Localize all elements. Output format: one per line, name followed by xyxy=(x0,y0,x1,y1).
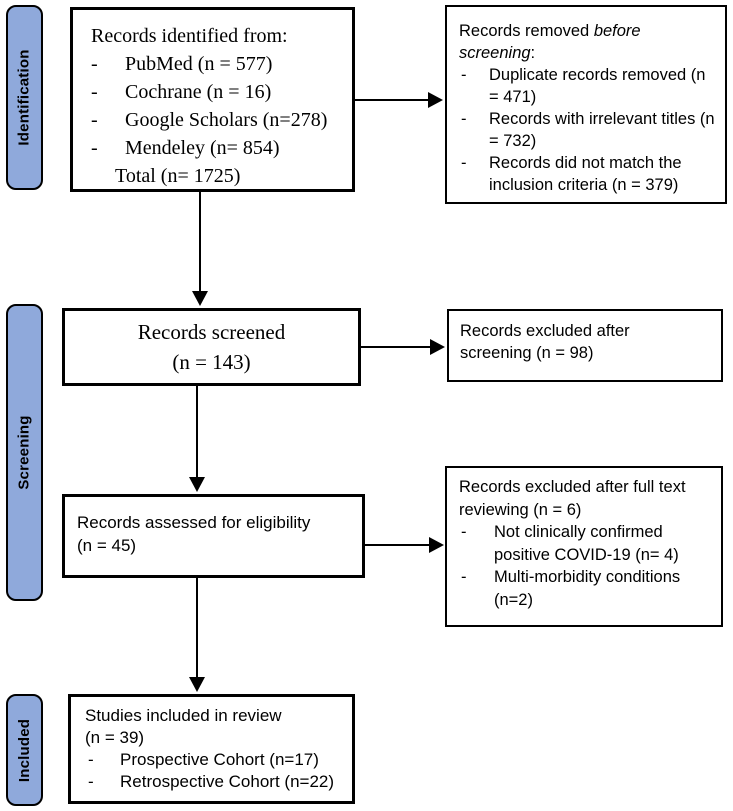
arrow-assessed-to-excluded-line xyxy=(364,544,431,546)
studies-included-line2: (n = 39) xyxy=(85,728,145,747)
arrow-screened-to-assessed-line xyxy=(196,386,198,480)
records-identified-total: Total (n= 1725) xyxy=(115,165,241,187)
bullet-dash: - xyxy=(91,81,98,103)
records-screened-line2: (n = 143) xyxy=(172,350,251,374)
title-italic-2: screening xyxy=(459,44,531,62)
title-line2: reviewing (n = 6) xyxy=(459,500,582,519)
item-text: Multi-morbidity conditions (n=2) xyxy=(494,568,681,609)
arrow-identified-to-screened-line xyxy=(199,192,201,294)
bullet-dash: - xyxy=(88,772,94,791)
arrow-identified-to-screened-head xyxy=(192,291,208,306)
arrow-screened-to-assessed-head xyxy=(189,477,205,492)
stage-label-identification-text: Identification xyxy=(16,49,34,146)
arrow-identified-to-removed-head xyxy=(428,92,443,108)
records-removed-before-screening-box: Records removed before screening: - Dupl… xyxy=(445,5,727,204)
list-item: - Mendeley (n= 854) xyxy=(91,134,348,162)
bullet-dash: - xyxy=(91,137,98,159)
records-identified-title: Records identified from: xyxy=(91,25,288,47)
item-text: Records did not match the inclusion crit… xyxy=(489,154,682,194)
records-excluded-after-screening-box: Records excluded after screening (n = 98… xyxy=(447,309,723,382)
item-text: Cochrane (n = 16) xyxy=(125,81,272,103)
list-item: - Cochrane (n = 16) xyxy=(91,78,348,106)
bullet-dash: - xyxy=(461,568,467,586)
bullet-dash: - xyxy=(461,523,467,541)
list-item: - Not clinically confirmed positive COVI… xyxy=(459,521,715,566)
list-item: - Google Scholars (n=278) xyxy=(91,106,348,134)
arrow-assessed-to-excluded-head xyxy=(429,537,444,553)
bullet-dash: - xyxy=(91,53,98,75)
title-normal-1: Records removed xyxy=(459,22,594,40)
stage-label-screening: Screening xyxy=(6,304,43,601)
records-assessed-line1: Records assessed for eligibility xyxy=(77,513,311,532)
bullet-dash: - xyxy=(461,66,467,84)
bullet-dash: - xyxy=(461,110,467,128)
list-item: - Records with irrelevant titles (n = 73… xyxy=(459,108,719,152)
list-item: - PubMed (n = 577) xyxy=(91,50,348,78)
records-assessed-line2: (n = 45) xyxy=(77,536,137,555)
excluded-screening-line2: screening (n = 98) xyxy=(460,344,594,362)
stage-label-included: Included xyxy=(6,694,43,806)
studies-included-box: Studies included in review (n = 39) - Pr… xyxy=(68,694,355,804)
arrow-screened-to-excluded-line xyxy=(360,346,432,348)
stage-label-identification: Identification xyxy=(6,5,43,190)
excluded-screening-line1: Records excluded after xyxy=(460,322,630,340)
list-item: - Duplicate records removed (n = 471) xyxy=(459,64,719,108)
records-screened-line1: Records screened xyxy=(137,320,286,344)
item-text: Retrospective Cohort (n=22) xyxy=(120,772,335,791)
item-text: Prospective Cohort (n=17) xyxy=(120,750,319,769)
bullet-dash: - xyxy=(91,109,98,131)
list-item: - Multi-morbidity conditions (n=2) xyxy=(459,566,715,611)
title-line1: Records excluded after full text xyxy=(459,478,686,496)
studies-included-line1: Studies included in review xyxy=(85,706,282,725)
item-text: Mendeley (n= 854) xyxy=(125,137,280,159)
records-removed-title: Records removed before screening: xyxy=(459,20,719,64)
excluded-full-text-title: Records excluded after full text reviewi… xyxy=(459,476,715,521)
bullet-dash: - xyxy=(88,750,94,769)
list-item: - Prospective Cohort (n=17) xyxy=(85,749,346,771)
item-text: Google Scholars (n=278) xyxy=(125,109,328,131)
list-item: - Records did not match the inclusion cr… xyxy=(459,152,719,196)
item-text: Duplicate records removed (n = 471) xyxy=(489,66,706,106)
records-identified-box: Records identified from: - PubMed (n = 5… xyxy=(70,7,355,192)
arrow-identified-to-removed-line xyxy=(355,99,430,101)
item-text: Records with irrelevant titles (n = 732) xyxy=(489,110,715,150)
arrow-assessed-to-included-line xyxy=(196,577,198,680)
item-text: PubMed (n = 577) xyxy=(125,53,273,75)
records-screened-box: Records screened (n = 143) xyxy=(62,308,361,386)
records-assessed-box: Records assessed for eligibility (n = 45… xyxy=(62,494,365,578)
title-italic-1: before xyxy=(593,22,641,40)
arrow-screened-to-excluded-head xyxy=(430,339,445,355)
list-item: - Retrospective Cohort (n=22) xyxy=(85,771,346,793)
item-text: Not clinically confirmed positive COVID-… xyxy=(494,523,679,564)
title-normal-2: : xyxy=(530,44,536,62)
stage-label-included-text: Included xyxy=(16,718,33,782)
bullet-dash: - xyxy=(461,154,467,172)
stage-label-screening-text: Screening xyxy=(16,415,34,490)
records-excluded-full-text-box: Records excluded after full text reviewi… xyxy=(445,466,723,627)
arrow-assessed-to-included-head xyxy=(189,677,205,692)
